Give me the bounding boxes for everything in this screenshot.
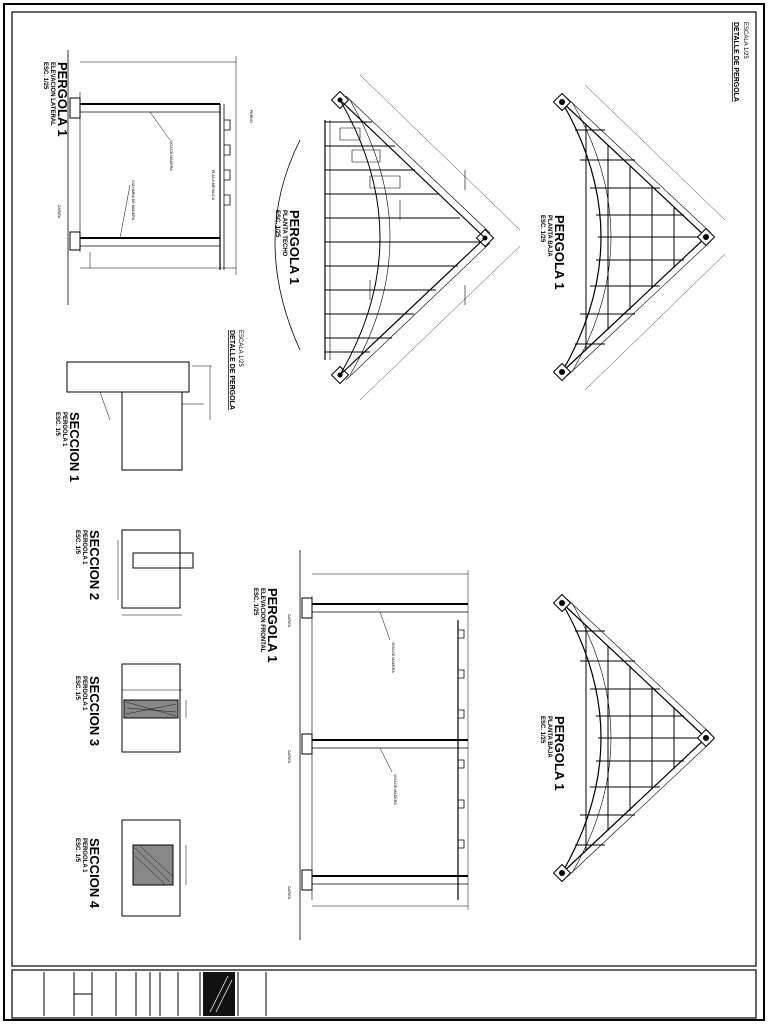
section-2-title: SECCION 2 (87, 530, 102, 600)
elevation-frontal-title: PERGOLA 1 (265, 588, 280, 663)
title-block (11, 969, 757, 1019)
floor-plan-bottom-subtitle: PLANTA BAJA (546, 716, 552, 758)
elevation-frontal-view: VIGA DE MADERA VIGA DE MADERA ZAPATA ZAP… (252, 550, 469, 940)
frontal-note-viga-2: VIGA DE MADERA (393, 774, 397, 805)
floor-plan-bottom-view: PERGOLA 1 PLANTA BAJA ESC. 1/25 (539, 593, 716, 883)
note-zapata: ZAPATA (57, 205, 61, 219)
floor-plan-top-view: PERGOLA 1 PLANTA BAJA ESC. 1/25 (539, 84, 726, 391)
header-title: DETALLE DE PERGOLA (732, 22, 739, 102)
frontal-note-viga: VIGA DE MADERA (391, 642, 395, 673)
elevation-frontal-scale: ESC. 1/25 (252, 588, 258, 616)
section-1-scale: ESC. 1/5 (54, 412, 60, 437)
frontal-note-zapata-3: ZAPATA (287, 886, 291, 900)
section-3-title: SECCION 3 (87, 676, 102, 746)
elevation-lateral-scale: ESC. 1/25 (42, 62, 48, 90)
note-placa: PLACA METALICA (211, 170, 215, 201)
roof-plan-subtitle: PLANTA TECHO (281, 210, 287, 257)
section-1-title: SECCION 1 (67, 412, 82, 482)
frontal-note-zapata-2: ZAPATA (287, 750, 291, 764)
roof-plan-view: PERGOLA 1 PLANTA TECHO ESC. 1/25 (274, 74, 521, 401)
note-viga: VIGA DE MADERA (169, 140, 173, 171)
section-4-scale: ESC. 1/5 (74, 838, 80, 863)
floor-plan-top-title: PERGOLA 1 (552, 215, 567, 290)
section-3-view: SECCION 3 PERGOLA 1 ESC. 1/5 (74, 663, 187, 753)
mid-title: DETALLE DE PERGOLA (228, 330, 235, 410)
section-2-subtitle: PERGOLA 1 (81, 530, 87, 565)
mid-scale: ESCALA 1/25 (237, 330, 243, 367)
note-columna: COLUMNA DE MADERA (131, 180, 135, 221)
elevation-frontal-subtitle: ELEVACION FRONTAL (259, 588, 265, 653)
sheet-border-outer (3, 3, 765, 1021)
section-2-view: SECCION 2 PERGOLA 1 ESC. 1/5 (74, 529, 194, 616)
section-3-subtitle: PERGOLA 1 (81, 676, 87, 711)
section-1-view: SECCION 1 PERGOLA 1 ESC. 1/5 (54, 361, 212, 482)
floor-plan-bottom-title: PERGOLA 1 (552, 716, 567, 791)
section-4-view: SECCION 4 PERGOLA 1 ESC. 1/5 (74, 819, 187, 917)
section-3-scale: ESC. 1/5 (74, 676, 80, 701)
sheet-border-inner (11, 11, 757, 967)
elevation-lateral-view: VIGA DE MADERA COLUMNA DE MADERA PLACA M… (42, 50, 253, 305)
section-4-title: SECCION 4 (87, 838, 102, 909)
note-perno: PERNO (249, 110, 253, 123)
section-1-subtitle: PERGOLA 1 (61, 412, 67, 447)
section-2-scale: ESC. 1/5 (74, 530, 80, 555)
elevation-lateral-title: PERGOLA 1 (55, 62, 70, 137)
roof-plan-scale: ESC. 1/25 (274, 210, 280, 238)
section-4-subtitle: PERGOLA 1 (81, 838, 87, 873)
roof-plan-title: PERGOLA 1 (287, 210, 302, 285)
header-scale: ESCALA 1/25 (742, 22, 748, 59)
floor-plan-bottom-scale: ESC. 1/25 (539, 716, 545, 744)
elevation-lateral-subtitle: ELEVACION LATERAL (49, 62, 55, 126)
frontal-note-zapata: ZAPATA (287, 614, 291, 628)
floor-plan-top-scale: ESC. 1/25 (539, 215, 545, 243)
floor-plan-top-subtitle: PLANTA BAJA (546, 215, 552, 257)
